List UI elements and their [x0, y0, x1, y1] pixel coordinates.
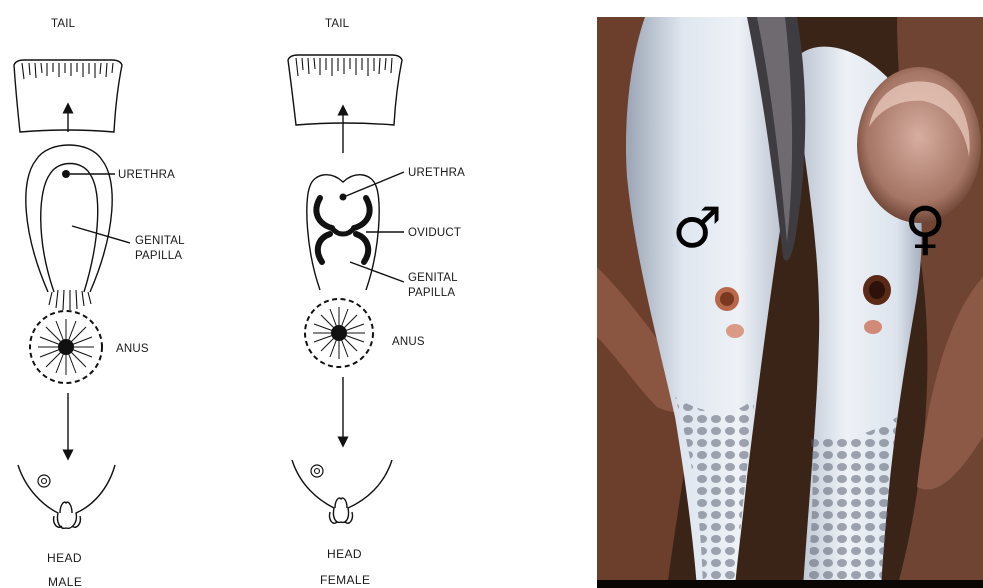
fish-underside-photo: ♂ ♀	[597, 17, 983, 588]
male-anus-photo	[726, 324, 744, 338]
male-urethra-opening	[62, 170, 70, 178]
male-head-label: HEAD	[47, 551, 82, 565]
female-anus	[305, 299, 373, 367]
female-diagram: TAIL URETHRA OVIDUCT GENITAL PAPILLA ANU…	[288, 18, 465, 587]
male-urethra-label: URETHRA	[118, 169, 175, 181]
male-tail-label: TAIL	[51, 18, 76, 30]
female-papilla-label-1: GENITAL	[408, 272, 458, 284]
female-tail-label: TAIL	[325, 18, 350, 30]
male-anus-label: ANUS	[116, 343, 149, 355]
male-symbol: ♂	[672, 201, 722, 257]
female-caption: FEMALE	[320, 573, 370, 587]
male-papilla-label-2: PAPILLA	[135, 250, 182, 262]
male-diagram: TAIL URETHRA GENITAL PAPILLA ANUS	[14, 18, 185, 588]
female-head-label: HEAD	[327, 547, 362, 561]
female-urethra-label: URETHRA	[408, 167, 465, 179]
female-oviduct-label: OVIDUCT	[408, 227, 461, 239]
female-symbol: ♀	[904, 199, 946, 257]
male-head	[18, 465, 115, 528]
male-anus	[30, 311, 102, 383]
female-anus-label: ANUS	[392, 336, 425, 348]
male-caption: MALE	[48, 575, 82, 588]
sexing-diagrams: TAIL URETHRA GENITAL PAPILLA ANUS	[0, 0, 597, 588]
female-head	[292, 460, 392, 523]
male-papilla-label-1: GENITAL	[135, 235, 185, 247]
male-genital-papilla	[26, 145, 112, 310]
female-urethra-opening	[340, 194, 347, 201]
female-papilla-label-2: PAPILLA	[408, 287, 455, 299]
female-tail-fin	[288, 55, 402, 125]
female-anus-photo	[864, 320, 882, 334]
